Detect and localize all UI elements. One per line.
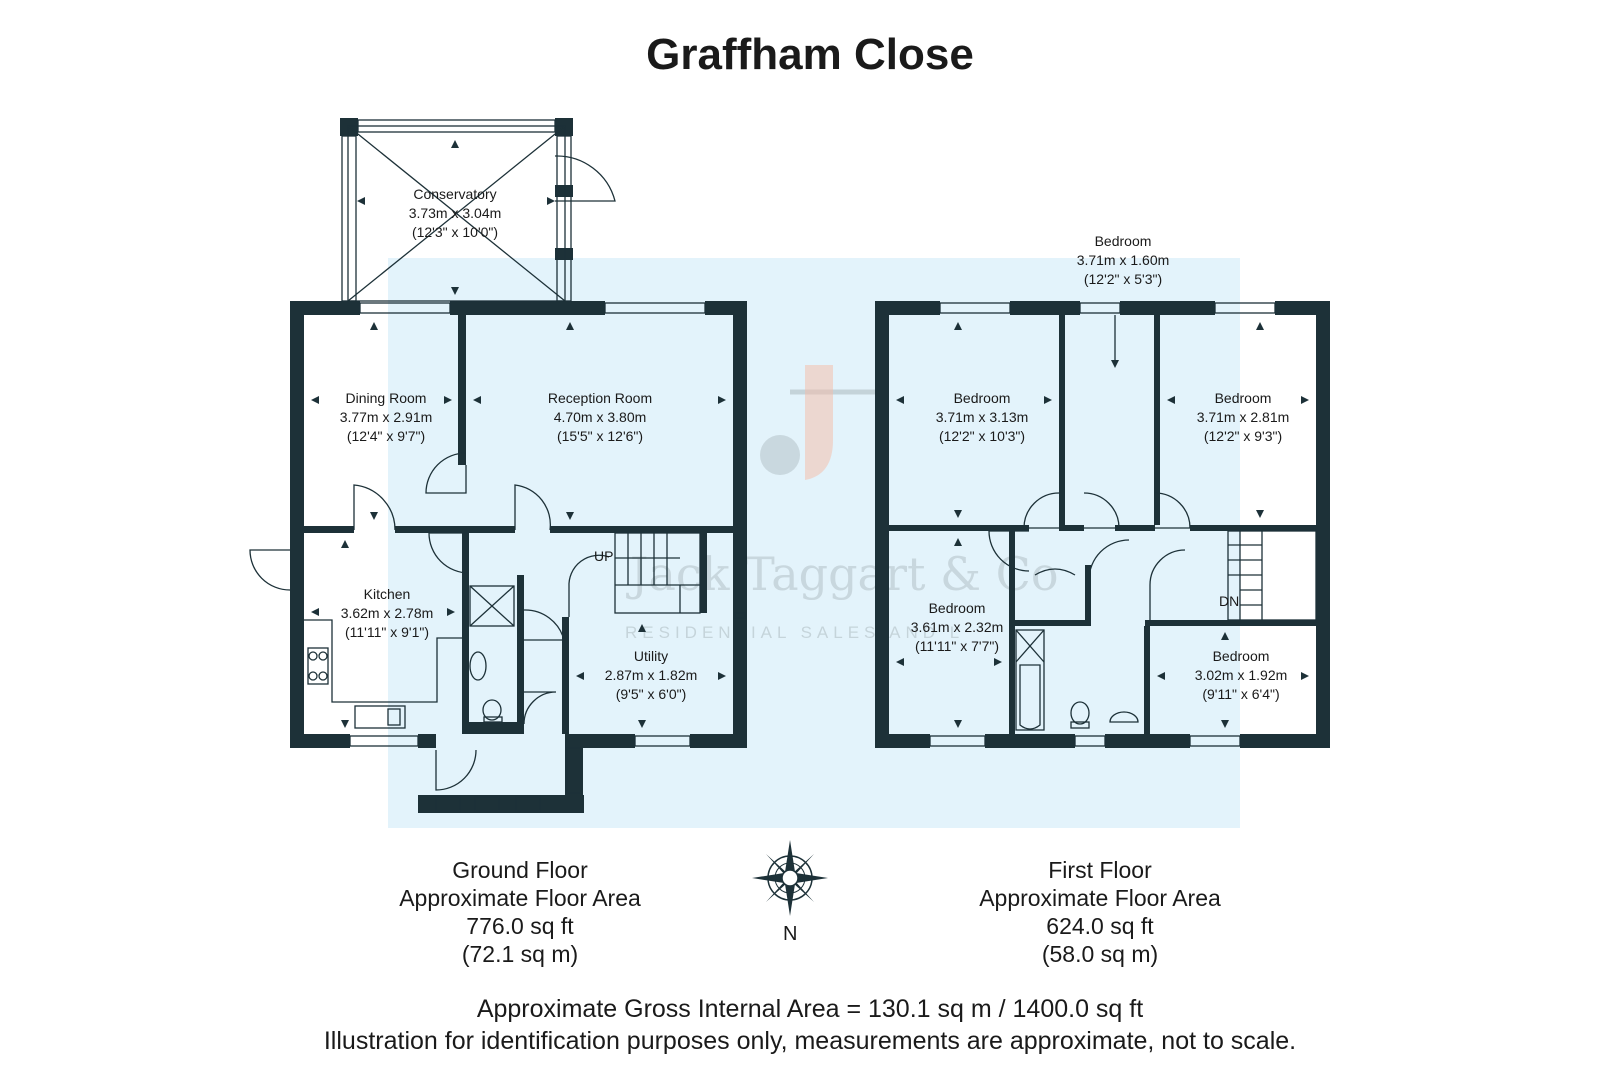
svg-text:3.71m x 1.60m: 3.71m x 1.60m: [1077, 252, 1170, 268]
disclaimer-text: Illustration for identification purposes…: [323, 1027, 1297, 1055]
svg-text:(12'2" x 10'3"): (12'2" x 10'3"): [939, 428, 1025, 444]
svg-text:(11'11" x 7'7"): (11'11" x 7'7"): [915, 638, 999, 654]
room-label-reception-room: Reception Room 4.70m x 3.80m (15'5" x 12…: [548, 390, 652, 444]
first-floor-area: First Floor Approximate Floor Area 624.0…: [960, 856, 1240, 968]
room-label-conservatory: Conservatory 3.73m x 3.04m (12'3" x 10'0…: [409, 186, 502, 240]
svg-text:Dining Room: Dining Room: [346, 390, 427, 406]
watermark-logo: [760, 365, 880, 480]
svg-text:Bedroom: Bedroom: [954, 390, 1011, 406]
gross-area-text: Approximate Gross Internal Area = 130.1 …: [476, 995, 1144, 1023]
svg-text:(11'11" x 9'1"): (11'11" x 9'1"): [345, 624, 429, 640]
svg-text:Bedroom: Bedroom: [1213, 648, 1270, 664]
svg-text:Kitchen: Kitchen: [364, 586, 411, 602]
svg-text:(12'3" x 10'0"): (12'3" x 10'0"): [412, 224, 498, 240]
svg-text:2.87m x 1.82m: 2.87m x 1.82m: [605, 667, 698, 683]
svg-text:Bedroom: Bedroom: [1095, 233, 1152, 249]
compass-north-label: N: [783, 923, 797, 945]
watermark-brand: Jack Taggart & Co: [626, 547, 1059, 601]
room-label-bedroom-front-right: Bedroom 3.71m x 2.81m (12'2" x 9'3"): [1197, 390, 1290, 444]
svg-text:(12'2" x 5'3"): (12'2" x 5'3"): [1084, 271, 1162, 287]
first-floor-lines: [929, 302, 1317, 747]
svg-text:(9'11" x 6'4"): (9'11" x 6'4"): [1202, 686, 1279, 702]
first-floor-subheading: Approximate Floor Area: [979, 885, 1221, 911]
svg-text:3.02m x 1.92m: 3.02m x 1.92m: [1195, 667, 1288, 683]
svg-text:(9'5" x 6'0"): (9'5" x 6'0"): [616, 686, 687, 702]
svg-text:Bedroom: Bedroom: [929, 600, 986, 616]
stair-up-label: UP: [594, 548, 613, 564]
room-label-bedroom-front-left: Bedroom 3.71m x 3.13m (12'2" x 10'3"): [936, 390, 1029, 444]
room-label-kitchen: Kitchen 3.62m x 2.78m (11'11" x 9'1"): [341, 586, 434, 640]
svg-text:Reception Room: Reception Room: [548, 390, 652, 406]
room-label-dining-room: Dining Room 3.77m x 2.91m (12'4" x 9'7"): [340, 390, 433, 444]
room-label-bedroom-rear-left: Bedroom 3.61m x 2.32m (11'11" x 7'7"): [911, 600, 1004, 654]
svg-text:Bedroom: Bedroom: [1215, 390, 1272, 406]
first-floor-heading: First Floor: [1048, 857, 1152, 883]
svg-text:(12'4" x 9'7"): (12'4" x 9'7"): [347, 428, 425, 444]
svg-text:Utility: Utility: [634, 648, 668, 664]
svg-text:Conservatory: Conservatory: [413, 186, 496, 202]
plan-title: Graffham Close: [646, 30, 974, 79]
first-floor-sqft: 624.0 sq ft: [1046, 913, 1154, 939]
ground-floor-area: Ground Floor Approximate Floor Area 776.…: [380, 856, 660, 968]
svg-text:3.61m x 2.32m: 3.61m x 2.32m: [911, 619, 1004, 635]
ground-floor-plan: [290, 118, 747, 813]
highlight-band: [388, 258, 1240, 828]
ground-floor-sqft: 776.0 sq ft: [466, 913, 574, 939]
svg-text:(12'2" x 9'3"): (12'2" x 9'3"): [1204, 428, 1282, 444]
svg-text:3.71m x 3.13m: 3.71m x 3.13m: [936, 409, 1029, 425]
compass-rose-icon: [752, 840, 828, 916]
svg-text:3.71m x 2.81m: 3.71m x 2.81m: [1197, 409, 1290, 425]
first-floor-sqm: (58.0 sq m): [1041, 941, 1159, 967]
svg-text:3.73m x 3.04m: 3.73m x 3.04m: [409, 205, 502, 221]
footer-notes: Approximate Gross Internal Area = 130.1 …: [0, 993, 1620, 1057]
ground-floor-sqm: (72.1 sq m): [461, 941, 579, 967]
room-label-bedroom-small: Bedroom 3.71m x 1.60m (12'2" x 5'3"): [1077, 233, 1170, 287]
room-label-utility: Utility 2.87m x 1.82m (9'5" x 6'0"): [605, 648, 698, 702]
ground-floor-lines: [249, 119, 746, 812]
svg-text:3.77m x 2.91m: 3.77m x 2.91m: [340, 409, 433, 425]
first-floor-plan: [875, 301, 1330, 748]
ground-floor-heading: Ground Floor: [452, 857, 588, 883]
dimension-arrows: [311, 140, 1309, 728]
room-label-bedroom-rear-right: Bedroom 3.02m x 1.92m (9'11" x 6'4"): [1195, 648, 1288, 702]
svg-text:4.70m x 3.80m: 4.70m x 3.80m: [554, 409, 647, 425]
svg-text:(15'5" x 12'6"): (15'5" x 12'6"): [557, 428, 643, 444]
ground-floor-subheading: Approximate Floor Area: [399, 885, 641, 911]
svg-text:3.62m x 2.78m: 3.62m x 2.78m: [341, 605, 434, 621]
stair-down-label: DN: [1219, 593, 1239, 609]
